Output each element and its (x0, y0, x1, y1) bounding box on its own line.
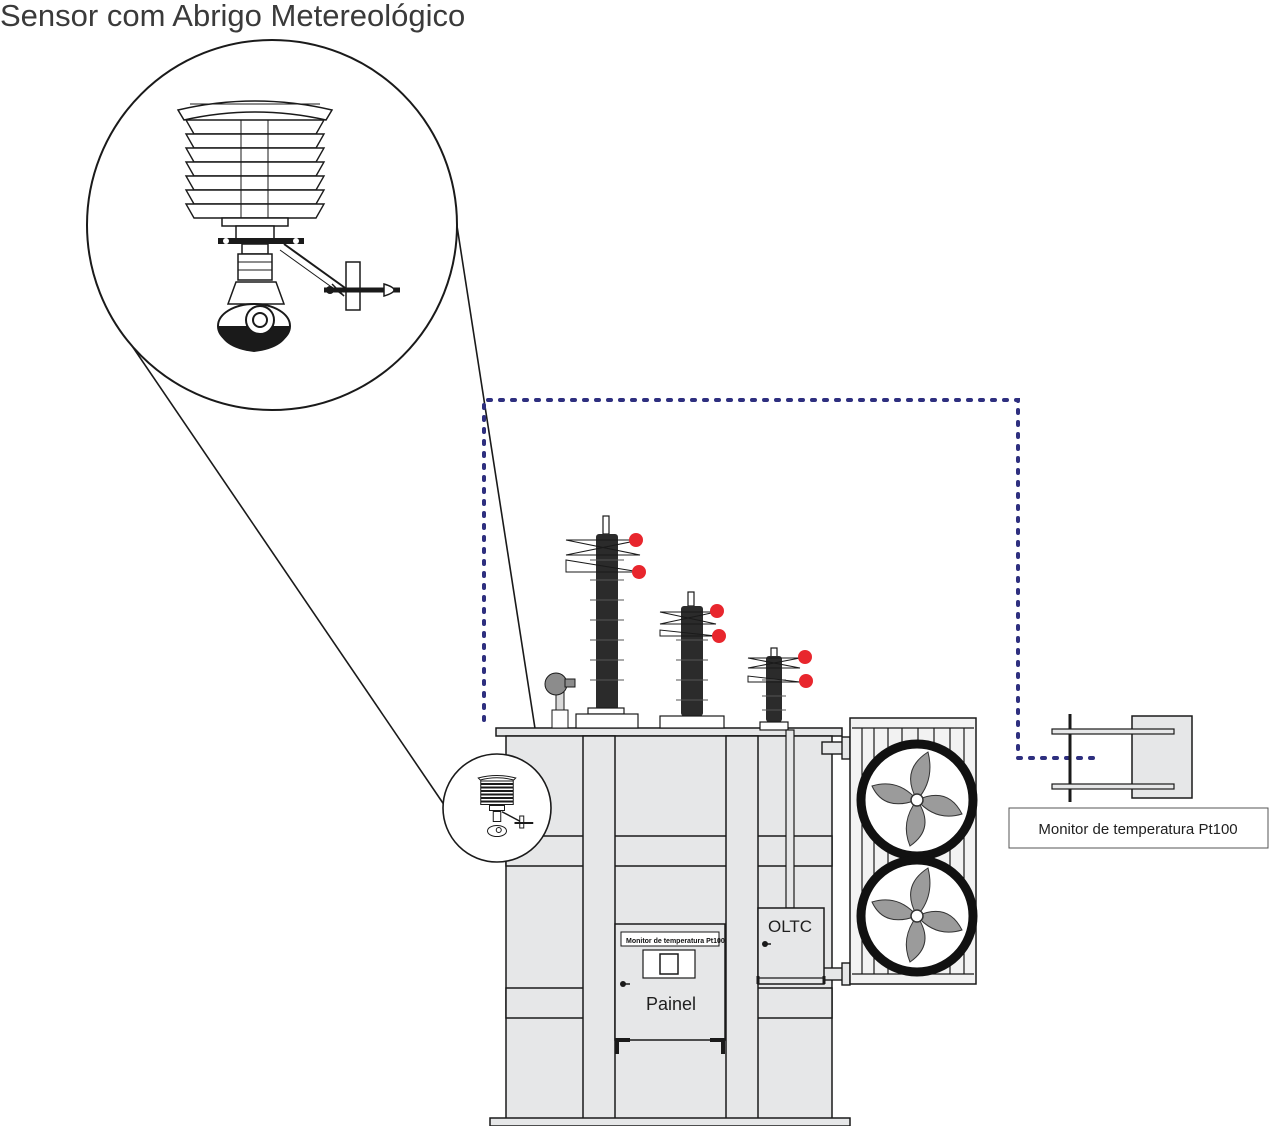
diagram-title: Sensor com Abrigo Metereológico (0, 0, 465, 33)
sensor-location-circle (442, 753, 552, 863)
monitor-caption: Monitor de temperatura Pt100 (1038, 821, 1237, 838)
temperature-sensor-icon (544, 672, 576, 729)
external-monitor: Monitor de temperatura Pt100 (1008, 714, 1269, 849)
indicator-dot (710, 604, 724, 618)
indicator-dot (799, 674, 813, 688)
indicator-dot (712, 629, 726, 643)
panel-monitor-label: Monitor de temperatura Pt100 (626, 938, 725, 945)
signal-cable (482, 398, 1100, 760)
weather-shelter-detail (86, 39, 458, 411)
control-panel: Monitor de temperatura Pt100 Painel (614, 923, 726, 1054)
indicator-dot (632, 565, 646, 579)
oltc-label: OLTC (768, 917, 812, 936)
indicator-dot (629, 533, 643, 547)
bushing-medium-voltage (659, 591, 726, 729)
bushing-low-voltage (747, 647, 813, 731)
weather-shelter-icon (176, 100, 400, 352)
panel-label: Painel (646, 994, 696, 1014)
fan-upper (856, 739, 978, 861)
fan-icon (871, 751, 963, 847)
radiator-cooler (849, 717, 978, 985)
zoom-connector-lines (127, 167, 544, 813)
fan-lower (856, 855, 978, 977)
monitor-caption-box (1008, 807, 1269, 849)
oltc-box: OLTC (756, 729, 826, 985)
indicator-dot (798, 650, 812, 664)
bushing-high-voltage (565, 515, 646, 729)
fan-icon (871, 867, 963, 963)
